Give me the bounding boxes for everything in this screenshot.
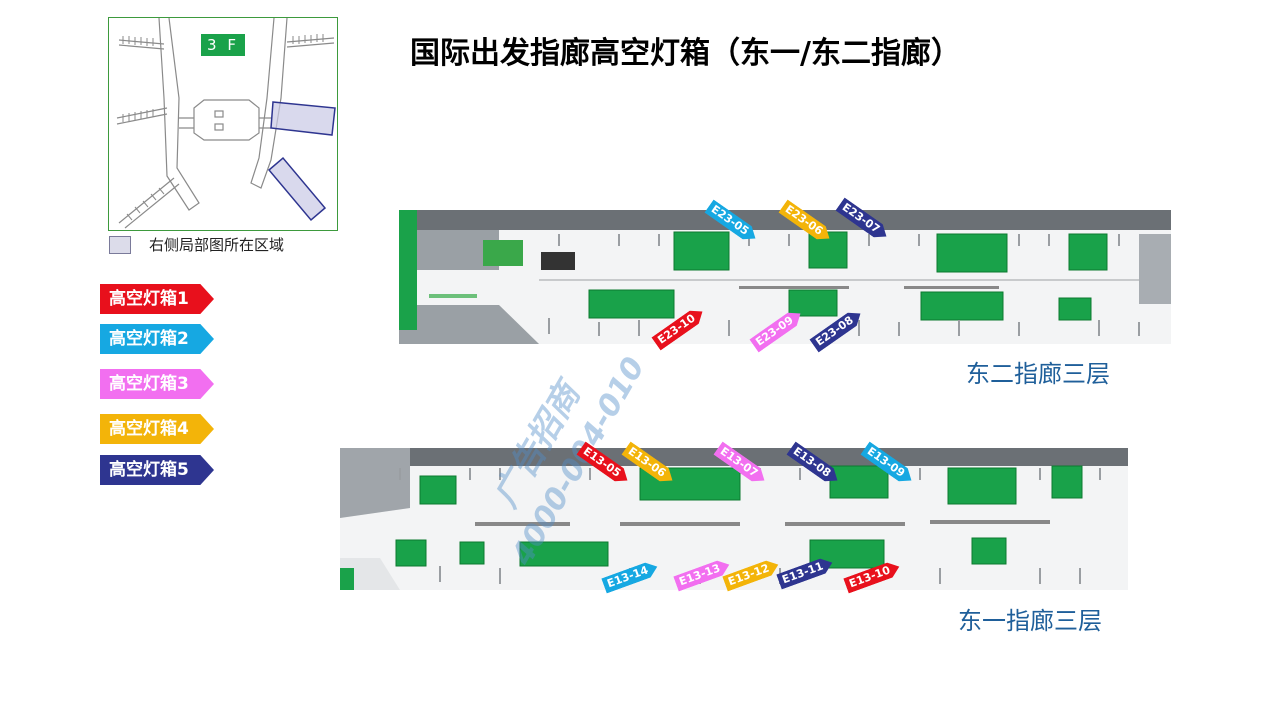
legend-tag-lightbox-5: 高空灯箱5	[100, 455, 214, 485]
legend-region-label: 右侧局部图所在区域	[149, 236, 285, 254]
east2-pier-3d-rendering	[399, 210, 1171, 344]
floor-badge: 3 F	[201, 34, 245, 56]
legend-tag-lightbox-4: 高空灯箱4	[100, 414, 214, 444]
terminal-floorplan-illustration	[116, 18, 336, 229]
legend-tag-lightbox-3: 高空灯箱3	[100, 369, 214, 399]
page-title: 国际出发指廊高空灯箱（东一/东二指廊）	[410, 36, 961, 71]
legend-region-swatch	[109, 236, 131, 254]
legend-tag-lightbox-1: 高空灯箱1	[100, 284, 214, 314]
east2-pier-map	[399, 210, 1171, 344]
legend-tag-lightbox-2: 高空灯箱2	[100, 324, 214, 354]
east1-pier-3d-rendering	[340, 448, 1128, 590]
east1-pier-caption: 东一指廊三层	[958, 607, 1102, 635]
east2-pier-caption: 东二指廊三层	[966, 360, 1110, 388]
east1-pier-map	[340, 448, 1128, 590]
terminal-minimap: 3 F	[108, 17, 338, 231]
